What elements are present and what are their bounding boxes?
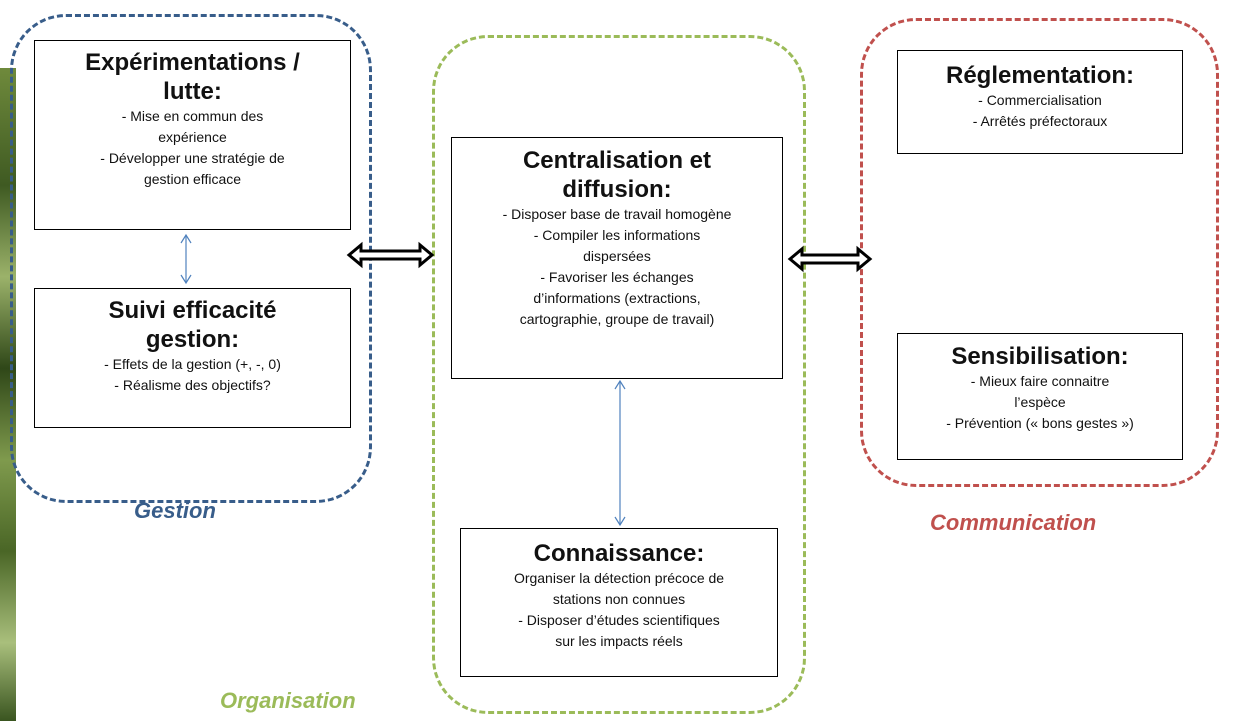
reglementation-box: Réglementation: - Commercialisation - Ar… xyxy=(897,50,1183,154)
box-line: d’informations (extractions, xyxy=(533,290,701,306)
box-line: - Effets de la gestion (+, -, 0) xyxy=(104,356,281,372)
box-line: - Prévention (« bons gestes ») xyxy=(946,415,1134,431)
box-line: - Arrêtés préfectoraux xyxy=(972,113,1108,129)
box-line: gestion efficace xyxy=(143,171,242,187)
block-double-arrow-icon xyxy=(346,241,435,269)
box-line: - Mieux faire connaitre xyxy=(970,373,1110,389)
box-line: - Développer une stratégie de xyxy=(100,150,285,166)
box-title: Expérimentations / xyxy=(85,49,300,76)
box-line: - Favoriser les échanges xyxy=(540,269,694,285)
double-arrow-vertical xyxy=(614,379,626,527)
box-line: stations non connues xyxy=(552,591,686,607)
double-arrow-vertical xyxy=(180,233,192,285)
communication-label: Communication xyxy=(930,510,1097,535)
box-title: Réglementation: xyxy=(945,62,1134,89)
connaissance-box: Connaissance: Organiser la détection pré… xyxy=(460,528,778,677)
organisation-group xyxy=(432,35,806,714)
box-line: l’espèce xyxy=(1014,394,1066,410)
box-line: - Commercialisation xyxy=(978,92,1102,108)
experimentations-box: Expérimentations / lutte: - Mise en comm… xyxy=(34,40,351,230)
box-line: - Réalisme des objectifs? xyxy=(114,377,271,393)
box-line: - Disposer base de travail homogène xyxy=(502,206,732,222)
box-title: Suivi efficacité xyxy=(108,297,277,324)
box-line: sur les impacts réels xyxy=(555,633,683,649)
box-line: cartographie, groupe de travail) xyxy=(519,311,715,327)
box-line: Organiser la détection précoce de xyxy=(513,570,725,586)
sensibilisation-box: Sensibilisation: - Mieux faire connaitre… xyxy=(897,333,1183,460)
gestion-label: Gestion xyxy=(134,498,216,523)
box-line: dispersées xyxy=(583,248,651,264)
organisation-label: Organisation xyxy=(220,688,356,713)
box-line: - Mise en commun des xyxy=(121,108,264,124)
box-line: expérience xyxy=(158,129,227,145)
block-double-arrow-icon xyxy=(787,245,873,273)
box-title: Sensibilisation: xyxy=(951,343,1129,370)
centralisation-box: Centralisation et diffusion: - Disposer … xyxy=(451,137,783,379)
suivi-efficacite-box: Suivi efficacité gestion: - Effets de la… xyxy=(34,288,351,428)
box-line: - Compiler les informations xyxy=(533,227,701,243)
box-title: gestion: xyxy=(145,326,240,353)
box-title: Centralisation et xyxy=(522,147,712,174)
box-title: Connaissance: xyxy=(533,540,705,567)
box-title: diffusion: xyxy=(562,176,672,203)
box-line: - Disposer d’études scientifiques xyxy=(518,612,720,628)
box-title: lutte: xyxy=(163,78,222,105)
